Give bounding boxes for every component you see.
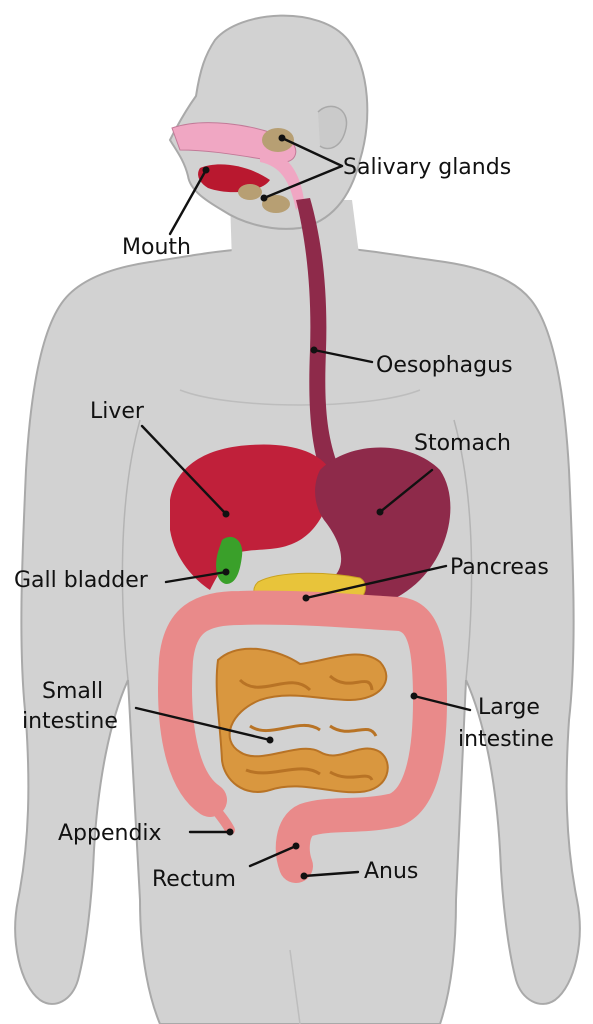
dot-stomach (376, 508, 384, 516)
appendix-shape (207, 800, 235, 835)
pharynx (260, 150, 304, 210)
label-liver: Liver (90, 399, 145, 424)
stomach-organ (261, 447, 451, 617)
leader-gall-bladder (164, 570, 228, 584)
label-rectum: Rectum (152, 867, 236, 892)
leader-rectum (248, 844, 298, 868)
dot-large-intestine (410, 692, 418, 700)
leader-stomach (378, 468, 434, 514)
dot-oesophagus (310, 346, 318, 354)
dot-liver (222, 510, 230, 518)
dot-anus (300, 872, 308, 880)
label-appendix: Appendix (58, 821, 162, 846)
leader-oesophagus (312, 348, 374, 364)
large-intestine-organ (158, 590, 447, 883)
dot-salivary-2 (260, 194, 268, 202)
oesophagus-organ (296, 198, 336, 470)
label-mouth: Mouth (122, 235, 191, 260)
dot-mouth (202, 166, 210, 174)
label-pancreas: Pancreas (450, 555, 549, 580)
salivary-gland-upper (262, 128, 294, 152)
small-intestine-organ (215, 647, 389, 794)
salivary-glands-organ (238, 128, 294, 213)
ear-shape (317, 105, 348, 150)
label-anus: Anus (364, 859, 418, 884)
small-intestine-folds (238, 674, 378, 781)
label-large-intestine-line2: intestine (458, 727, 554, 752)
label-gall-bladder: Gall bladder (14, 568, 149, 593)
salivary-gland-lower-2 (262, 195, 290, 213)
label-small-intestine-line2: intestine (22, 709, 118, 734)
left-arm-line (121, 419, 141, 681)
dot-small-intestine (266, 736, 274, 744)
dot-salivary-1 (278, 134, 286, 142)
label-stomach: Stomach (414, 431, 511, 456)
label-large-intestine-line1: Large (478, 695, 540, 720)
small-intestine-coils (215, 647, 389, 794)
leader-salivary (262, 136, 344, 200)
liver-organ (170, 444, 331, 590)
leader-anus (302, 870, 360, 878)
dot-appendix (226, 828, 234, 836)
crotch-line (289, 949, 301, 1024)
leader-large-intestine (412, 694, 472, 712)
salivary-gland-lower-1 (238, 184, 262, 200)
labels: Salivary glands Mouth Oesophagus Liver S… (14, 155, 554, 892)
label-oesophagus: Oesophagus (376, 353, 513, 378)
right-arm-line (453, 419, 473, 681)
leader-pancreas (304, 564, 448, 600)
dot-rectum (292, 842, 300, 850)
colon-path (158, 590, 447, 883)
leader-small-intestine (134, 706, 272, 742)
dot-gall-bladder (222, 568, 230, 576)
leader-liver (140, 424, 228, 516)
leader-mouth (168, 168, 208, 236)
label-small-intestine-line1: Small (42, 679, 103, 704)
label-salivary-glands: Salivary glands (343, 155, 511, 180)
chest-line (179, 389, 421, 406)
dot-pancreas (302, 594, 310, 602)
leader-lines (134, 134, 472, 880)
